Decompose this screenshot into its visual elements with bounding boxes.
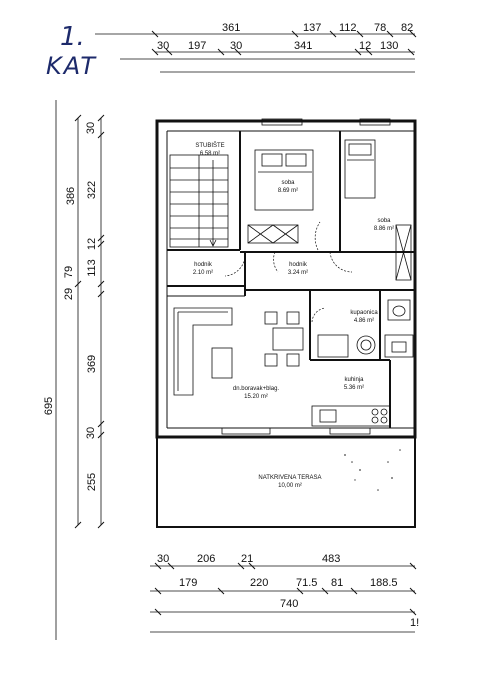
room-bedroom-2-name: soba bbox=[377, 218, 391, 224]
coffee-table bbox=[211, 347, 233, 379]
dim-left-29: 29 bbox=[63, 287, 76, 301]
room-kitchen-name: kuhinja bbox=[344, 377, 364, 383]
dim-left-30b: 30 bbox=[85, 426, 98, 440]
dim-bottom1-483: 483 bbox=[322, 553, 341, 565]
room-stairs-name: STUBIŠTE bbox=[195, 143, 225, 149]
windows bbox=[221, 118, 391, 435]
room-bedroom-1-area: 8.69 m² bbox=[277, 187, 299, 194]
left-dimension-lines bbox=[55, 100, 105, 640]
room-kitchen: kuhinja 5.36 m² bbox=[334, 377, 374, 392]
dim-left-113: 113 bbox=[85, 259, 98, 277]
room-bedroom-2: soba 8.86 m² bbox=[362, 218, 406, 233]
dim-bottom2-81: 81 bbox=[331, 577, 344, 589]
dim-left-695: 695 bbox=[43, 396, 56, 416]
dim-bottom1-21: 21 bbox=[241, 553, 254, 565]
room-bathroom-area: 4.86 m² bbox=[353, 317, 375, 324]
bed-room1 bbox=[254, 149, 314, 211]
floor-number-label: 1. bbox=[60, 22, 85, 52]
dim-top2-30a: 30 bbox=[157, 40, 170, 52]
dining-table bbox=[264, 311, 304, 367]
terrace-outline bbox=[156, 436, 416, 528]
dim-top1-361: 361 bbox=[222, 22, 241, 34]
dim-top2-197: 197 bbox=[188, 40, 207, 52]
sofa bbox=[173, 307, 233, 396]
dim-left-322: 322 bbox=[86, 180, 99, 200]
dim-bottom-total-740: 740 bbox=[280, 598, 299, 610]
room-hallway-2-name: hodnik bbox=[289, 262, 307, 268]
dim-top2-30b: 30 bbox=[230, 40, 243, 52]
dim-bottom2-71-5: 71.5 bbox=[296, 577, 318, 589]
dim-bottom2-179: 179 bbox=[179, 577, 198, 589]
room-terrace-name: NATKRIVENA TERASA bbox=[258, 475, 322, 481]
dim-left-386: 386 bbox=[65, 186, 78, 206]
kitchen-counter bbox=[311, 405, 391, 427]
dim-left-79: 79 bbox=[63, 265, 76, 279]
wardrobe-room1 bbox=[247, 224, 299, 244]
room-hallway-2-area: 3.24 m² bbox=[287, 269, 309, 276]
room-hallway-1: hodnik 2.10 m² bbox=[183, 262, 223, 277]
room-bedroom-2-area: 8.86 m² bbox=[373, 225, 395, 232]
dim-top1-82: 82 bbox=[401, 22, 414, 34]
room-stairs-area: 6.58 m² bbox=[199, 150, 221, 157]
dim-left-30a: 30 bbox=[85, 121, 98, 135]
floor-name-label: KAT bbox=[46, 52, 98, 80]
top-dimension-lines bbox=[95, 30, 417, 73]
dim-left-12: 12 bbox=[86, 237, 99, 251]
room-bathroom-name: kupaonica bbox=[350, 310, 378, 316]
room-terrace: NATKRIVENA TERASA 10,00 m² bbox=[240, 475, 340, 490]
dim-top1-78: 78 bbox=[374, 22, 387, 34]
dim-top2-341: 341 bbox=[294, 40, 313, 52]
room-bedroom-1: soba 8.69 m² bbox=[262, 180, 314, 195]
room-terrace-area: 10,00 m² bbox=[278, 482, 302, 489]
room-hallway-1-name: hodnik bbox=[194, 262, 212, 268]
wardrobe-room2 bbox=[395, 224, 412, 281]
room-hallway-1-area: 2.10 m² bbox=[192, 269, 214, 276]
bathroom-fixtures bbox=[317, 299, 414, 358]
room-kitchen-area: 5.36 m² bbox=[343, 384, 365, 391]
dim-top2-12: 12 bbox=[359, 40, 372, 52]
room-hallway-2: hodnik 3.24 m² bbox=[278, 262, 318, 277]
bed-room2 bbox=[344, 139, 376, 199]
dim-bottom2-188-5: 188.5 bbox=[370, 577, 398, 589]
room-bedroom-1-name: soba bbox=[281, 180, 295, 186]
room-bathroom: kupaonica 4.86 m² bbox=[342, 310, 386, 325]
dim-bottom-cut: 1! bbox=[410, 617, 420, 629]
dim-top1-112: 112 bbox=[339, 22, 357, 34]
dim-top1-137: 137 bbox=[303, 22, 322, 34]
dim-left-255: 255 bbox=[86, 472, 99, 492]
door-swings bbox=[224, 221, 353, 323]
room-living-dining-area: 15.20 m² bbox=[244, 393, 268, 400]
dim-bottom2-220: 220 bbox=[250, 577, 269, 589]
terrace-speckles bbox=[344, 449, 401, 491]
dim-left-369: 369 bbox=[86, 354, 99, 374]
bottom-dimension-lines bbox=[150, 562, 417, 633]
dim-top2-130: 130 bbox=[380, 40, 399, 52]
room-living-dining-name: dn.boravak+blag. bbox=[232, 386, 280, 392]
room-stairs: STUBIŠTE 6.58 m² bbox=[182, 143, 238, 158]
dim-bottom1-206: 206 bbox=[197, 553, 216, 565]
stair-treads bbox=[169, 154, 229, 248]
dim-bottom1-30: 30 bbox=[157, 553, 170, 565]
room-living-dining: dn.boravak+blag. 15.20 m² bbox=[226, 386, 286, 401]
